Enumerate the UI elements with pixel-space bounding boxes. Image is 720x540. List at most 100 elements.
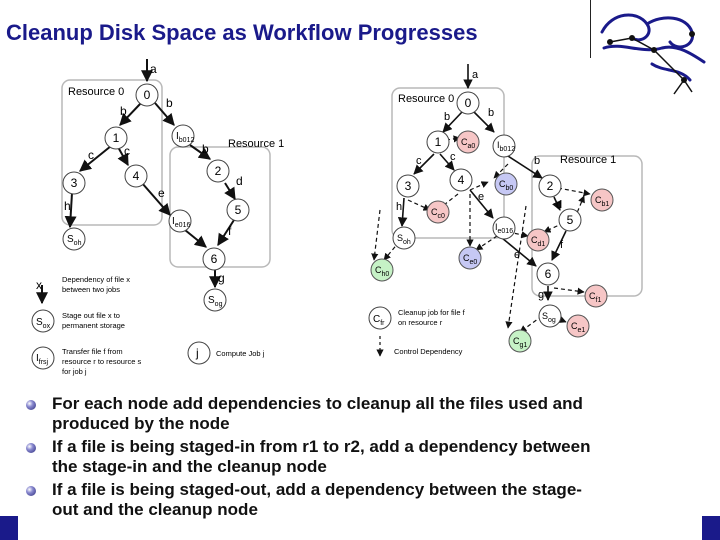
svg-text:Dependency of file x: Dependency of file x [62, 275, 130, 284]
edge-a: a [472, 69, 479, 81]
legend-stageout-symbol: Sox [36, 317, 51, 330]
node-2: 2 [215, 164, 222, 178]
svg-text:Cleanup job for file f: Cleanup job for file f [398, 308, 466, 317]
left-corner-bar [0, 516, 18, 540]
edge-b2: b [488, 107, 494, 119]
bullet-line: If a file is being staged-in from r1 to … [52, 437, 591, 456]
bullet-line: If a file is being staged-out, add a dep… [52, 480, 582, 499]
cleanup-h0: Ch0 [375, 265, 389, 278]
legend-x-label: x [36, 278, 42, 292]
right-legend: Cfr Cleanup job for file f on resource r… [368, 306, 466, 357]
edge-g: g [218, 271, 225, 285]
cleanup-a0: Ca0 [461, 137, 475, 150]
node-4: 4 [133, 169, 140, 183]
cleanup-e1: Ce1 [571, 321, 585, 334]
cleanup-e0: Ce0 [463, 253, 477, 266]
legend: x Dependency of file x between two jobs … [31, 275, 265, 376]
node-1: 1 [435, 135, 442, 149]
edge-c1: c [88, 148, 94, 162]
legend-cleanup-line2: on resource r [398, 318, 443, 327]
left-workflow-diagram: Resource 0 Resource 1 0 1 3 4 2 5 6 [31, 59, 284, 376]
transfer-b012: Ib012 [176, 131, 194, 144]
legend-stageout-line2: permanent storage [62, 321, 125, 330]
legend-cleanup-symbol: Cfr [373, 314, 385, 327]
cleanup-d1: Cd1 [531, 235, 545, 248]
legend-cleanup-line1: Cleanup job for file f [398, 308, 466, 317]
legend-transfer-line3: for job j [62, 367, 87, 376]
resource1-label: Resource 1 [560, 154, 616, 166]
legend-compute-symbol: j [195, 346, 199, 360]
edge-c1: c [416, 155, 422, 167]
bullet-icon [26, 400, 36, 410]
svg-text:Transfer file f from: Transfer file f from [62, 347, 123, 356]
svg-text:resource r to resource s: resource r to resource s [62, 357, 141, 366]
svg-text:between two jobs: between two jobs [62, 285, 120, 294]
node-3: 3 [71, 176, 78, 190]
node-4: 4 [458, 173, 465, 187]
node-2: 2 [547, 179, 554, 193]
legend-dependency-line1: Dependency of file x [62, 275, 130, 284]
cleanup-c0: Cc0 [431, 207, 445, 220]
bullet-item: If a file is being staged-in from r1 to … [26, 437, 706, 477]
cleanup-f1: Cf1 [589, 291, 601, 304]
transfer-e016: Ie016 [495, 222, 513, 235]
bullet-item: If a file is being staged-out, add a dep… [26, 480, 706, 520]
edge-b2: b [166, 96, 173, 110]
edge-d: d [556, 199, 562, 211]
transfer-e016: Ie016 [172, 216, 190, 229]
svg-text:for job j: for job j [62, 367, 87, 376]
slide-title: Cleanup Disk Space as Workflow Progresse… [6, 20, 478, 45]
right-workflow-diagram: Resource 0 Resource 1 [368, 64, 643, 357]
stageout-oh: Soh [67, 234, 82, 247]
edge-f: f [228, 224, 232, 238]
node-0: 0 [465, 96, 472, 110]
legend-stageout-line1: Stage out file x to [62, 311, 120, 320]
legend-transfer-symbol: Ifrsj [36, 353, 49, 366]
edge-a: a [150, 62, 157, 76]
right-corner-bar [702, 516, 720, 540]
legend-compute-text: Compute Job j [216, 349, 265, 358]
resource0-label: Resource 0 [68, 86, 124, 98]
legend-transfer-line1: Transfer file f from [62, 347, 123, 356]
edge-d: d [236, 174, 243, 188]
legend-transfer-line2: resource r to resource s [62, 357, 141, 366]
bullet-icon [26, 486, 36, 496]
resource0-label: Resource 0 [398, 93, 454, 105]
stageout-og: Sog [542, 311, 556, 324]
svg-text:Stage out file x to: Stage out file x to [62, 311, 120, 320]
edge-b3: b [202, 142, 209, 156]
bullet-line: For each node add dependencies to cleanu… [52, 394, 583, 413]
legend-control-text: Control Dependency [394, 347, 463, 356]
node-1: 1 [113, 131, 120, 145]
cleanup-b0: Cb0 [499, 179, 513, 192]
edge-e1: e [478, 191, 484, 203]
edge-b1: b [120, 104, 127, 118]
edge-e: e [158, 186, 165, 200]
legend-dependency-line2: between two jobs [62, 285, 120, 294]
node-3: 3 [405, 179, 412, 193]
bullet-icon [26, 443, 36, 453]
stageout-og: Sog [208, 295, 223, 308]
node-6: 6 [545, 267, 552, 281]
logo-icon [600, 13, 706, 95]
edge-c2: c [124, 144, 130, 158]
edge-h: h [396, 201, 402, 213]
bullet-item: For each node add dependencies to cleanu… [26, 394, 706, 434]
resource1-label: Resource 1 [228, 138, 284, 150]
title-divider [590, 0, 591, 58]
edge-c2: c [450, 151, 456, 163]
transfer-b012: Ib012 [497, 140, 515, 153]
resource0-box [61, 79, 163, 226]
cleanup-b1: Cb1 [595, 195, 609, 208]
edge-g: g [538, 289, 544, 301]
bullet-line: produced by the node [52, 414, 230, 433]
bullet-list: For each node add dependencies to cleanu… [26, 394, 706, 523]
resource0-box [391, 87, 505, 239]
edge-e2: e [514, 249, 520, 261]
node-0: 0 [144, 88, 151, 102]
edge-b1: b [444, 111, 450, 123]
edge-b3: b [534, 155, 540, 167]
bullet-line: out and the cleanup node [52, 500, 258, 519]
stageout-oh: Soh [397, 233, 411, 246]
node-5: 5 [567, 213, 574, 227]
